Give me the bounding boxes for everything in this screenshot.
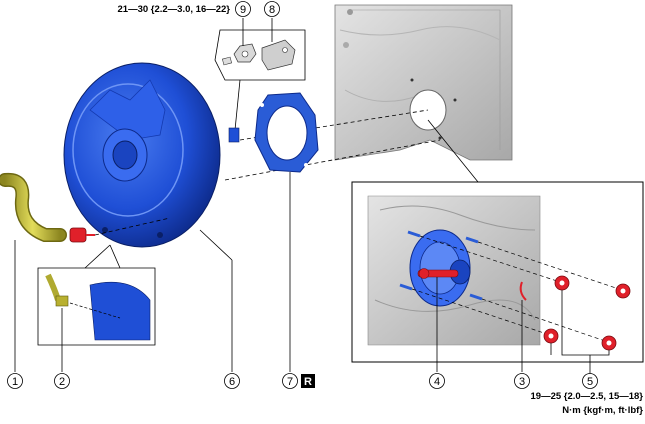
callout-6-label: 6 — [229, 376, 235, 388]
callout-2-label: 2 — [59, 376, 65, 388]
callout-9-label: 9 — [240, 4, 246, 16]
callout-1: 1 — [7, 373, 23, 389]
r-mark: R — [301, 374, 315, 388]
mounting-detail-inset — [351, 181, 644, 375]
hose-clamp-inset — [37, 244, 156, 346]
torque-unit: N·m {kgf·m, ft·lbf} — [562, 405, 643, 416]
check-valve — [69, 227, 95, 243]
brake-booster — [63, 62, 221, 248]
torque-spec-bottom: 19—25 {2.0—2.5, 15—18} — [531, 391, 644, 402]
callout-leaders — [14, 18, 523, 372]
vacuum-hose — [0, 172, 67, 242]
r-mark-label: R — [304, 376, 312, 388]
clevis-icon — [261, 39, 296, 71]
dash-panel — [334, 4, 513, 161]
callout-3: 3 — [514, 373, 530, 389]
callout-7: 7 — [282, 373, 298, 389]
callout-5-label: 5 — [587, 376, 593, 388]
callout-4: 4 — [429, 373, 445, 389]
callout-8-label: 8 — [269, 4, 275, 16]
callout-3-label: 3 — [519, 376, 525, 388]
clevis-inset — [214, 29, 306, 143]
callout-7-label: 7 — [287, 376, 293, 388]
callout-5: 5 — [582, 373, 598, 389]
callout-2: 2 — [54, 373, 70, 389]
zoom-leader-lines — [427, 119, 479, 183]
callout-1-label: 1 — [12, 376, 18, 388]
callout-6: 6 — [224, 373, 240, 389]
gasket — [254, 92, 319, 173]
callout-9: 9 — [235, 1, 251, 17]
callout-4-label: 4 — [434, 376, 440, 388]
torque-spec-top: 21—30 {2.2—3.0, 16—22} — [118, 4, 231, 15]
callout-8: 8 — [264, 1, 280, 17]
